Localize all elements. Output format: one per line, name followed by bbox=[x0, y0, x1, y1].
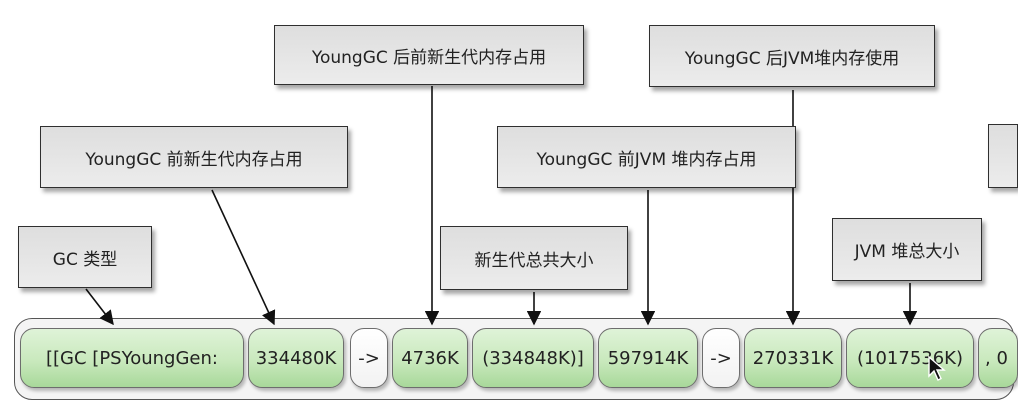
segment-arrow-2: -> bbox=[702, 328, 740, 388]
mouse-pointer-icon bbox=[928, 355, 946, 381]
label-young-gc-after-heap-text: YoungGC 后JVM堆内存使用 bbox=[684, 48, 900, 69]
label-new-gen-total: 新生代总共大小 bbox=[440, 226, 628, 290]
segment-gc-prefix: [[GC [PSYoungGen: bbox=[20, 328, 244, 388]
segment-new-gen-after-text: 4736K bbox=[401, 347, 459, 369]
label-young-gc-after-new-gen: YoungGC 后前新生代内存占用 bbox=[274, 25, 584, 85]
label-new-gen-total-text: 新生代总共大小 bbox=[474, 250, 594, 271]
label-gc-type: GC 类型 bbox=[18, 226, 152, 288]
label-young-gc-after-heap: YoungGC 后JVM堆内存使用 bbox=[649, 25, 935, 87]
segment-new-gen-before: 334480K bbox=[248, 328, 344, 388]
arrow-gc-type bbox=[85, 288, 114, 326]
label-young-gc-after-new-gen-text: YoungGC 后前新生代内存占用 bbox=[311, 47, 547, 68]
segment-new-gen-total: (334848K)] bbox=[472, 328, 594, 388]
segment-heap-after-text: 270331K bbox=[752, 347, 834, 369]
label-young-gc-before-new-gen: YoungGC 前新生代内存占用 bbox=[40, 126, 348, 188]
segment-gc-prefix-text: [[GC [PSYoungGen: bbox=[46, 347, 218, 369]
segment-new-gen-before-text: 334480K bbox=[255, 347, 337, 369]
segment-arrow-2-text: -> bbox=[710, 347, 732, 369]
label-heap-total-text: JVM 堆总大小 bbox=[854, 242, 960, 262]
segment-new-gen-total-text: (334848K)] bbox=[482, 347, 584, 369]
label-heap-total: JVM 堆总大小 bbox=[832, 218, 982, 281]
segment-trailing: , 0 bbox=[978, 328, 1018, 388]
segment-heap-before: 597914K bbox=[598, 328, 698, 388]
label-gc-type-text: GC 类型 bbox=[52, 249, 118, 270]
segment-heap-before-text: 597914K bbox=[607, 347, 689, 369]
segment-trailing-text: , 0 bbox=[985, 347, 1008, 369]
segment-arrow-1-text: -> bbox=[358, 347, 380, 369]
segment-new-gen-after: 4736K bbox=[392, 328, 468, 388]
arrow-young-gc-before-new-gen bbox=[211, 189, 276, 326]
label-young-gc-before-heap: YoungGC 前JVM 堆内存占用 bbox=[497, 126, 796, 188]
label-offscreen-partial bbox=[988, 124, 1018, 188]
label-young-gc-before-heap-text: YoungGC 前JVM 堆内存占用 bbox=[536, 149, 757, 170]
segment-arrow-1: -> bbox=[350, 328, 388, 388]
label-young-gc-before-new-gen-text: YoungGC 前新生代内存占用 bbox=[85, 149, 303, 170]
segment-heap-after: 270331K bbox=[744, 328, 842, 388]
